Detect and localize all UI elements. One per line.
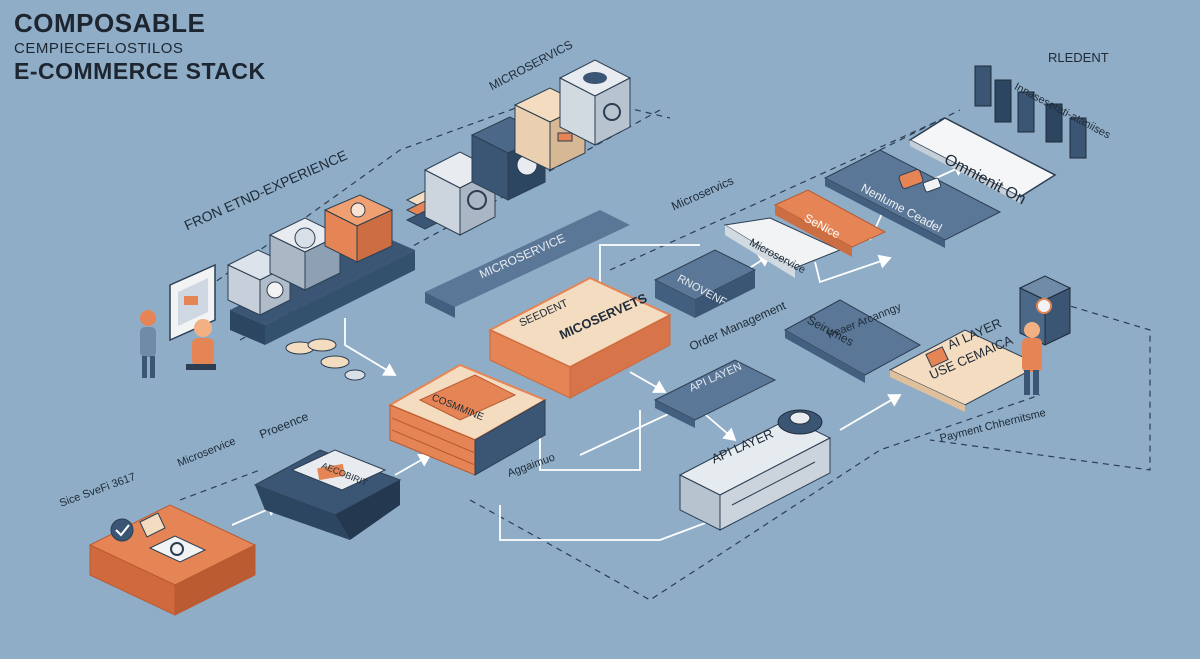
frontend-cube-3 [323, 194, 394, 263]
person-icon [140, 310, 156, 378]
person-seated-icon [186, 319, 216, 370]
microservice-band [425, 210, 630, 318]
person-standing-icon [1022, 322, 1042, 395]
ai-layer-box [888, 329, 1042, 412]
title-line-2: CEMPIECEFLOSTILOS [14, 40, 184, 57]
core-stack [387, 363, 548, 476]
checkout-box [88, 504, 257, 616]
aecobirit-box [253, 449, 402, 540]
server-rack-icons [974, 65, 1087, 159]
label-rledent: RLEDENT [1048, 50, 1109, 65]
title-line-1: COMPOSABLE [14, 8, 206, 38]
rnovenf-box [653, 249, 757, 318]
title-line-3: E-COMMERCE STACK [14, 58, 266, 84]
omnienit-card [908, 117, 1057, 203]
api-layen-panel [653, 359, 777, 428]
api-layer-block [678, 409, 832, 531]
microservice-cube-4 [558, 59, 632, 146]
nenlume-panel [823, 149, 1002, 248]
seedent-box [487, 276, 673, 399]
disc-stack-icon [285, 338, 366, 381]
senice-card [773, 189, 887, 257]
seirumes-panel [783, 299, 922, 383]
